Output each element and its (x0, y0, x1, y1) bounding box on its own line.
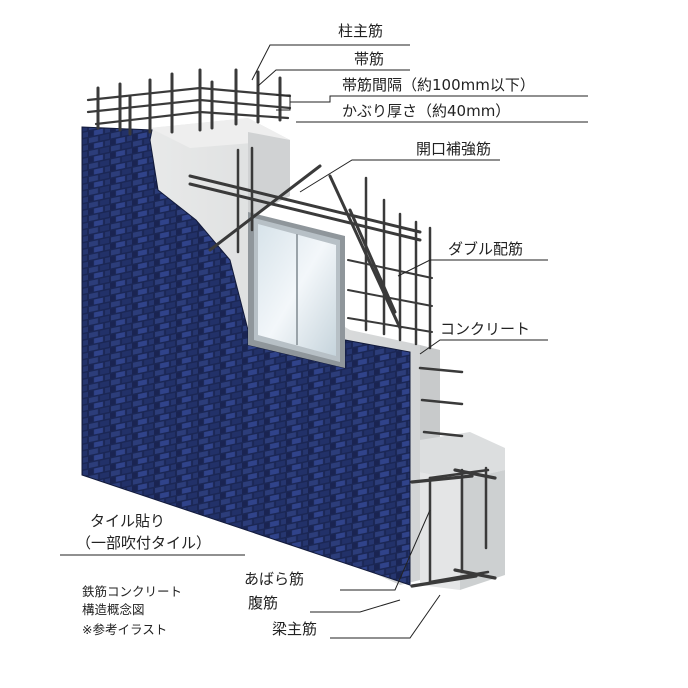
caption-line-3: ※参考イラスト (82, 622, 168, 637)
label-web-rebar: 腹筋 (248, 594, 279, 612)
caption-line-2: 構造概念図 (82, 602, 145, 617)
label-concrete: コンクリート (440, 320, 531, 338)
label-hoop: 帯筋 (354, 50, 385, 68)
rebar-group (86, 68, 497, 588)
leader-lines (60, 44, 588, 639)
label-double-rebar: ダブル配筋 (448, 240, 524, 258)
label-tile-finish: タイル貼り (90, 512, 166, 530)
label-stirrup: あばら筋 (244, 570, 305, 588)
label-hoop-spacing: 帯筋間隔（約100mm以下） (342, 76, 535, 94)
label-cover-thickness: かぶり厚さ（約40mm） (342, 102, 511, 120)
label-opening-reinforcement: 開口補強筋 (416, 140, 492, 158)
label-tile-spray: （一部吹付タイル） (76, 534, 212, 552)
label-beam-main-rebar: 梁主筋 (272, 620, 318, 638)
caption-line-1: 鉄筋コンクリート (82, 584, 183, 599)
window (248, 212, 345, 368)
label-column-main-rebar: 柱主筋 (338, 22, 384, 40)
